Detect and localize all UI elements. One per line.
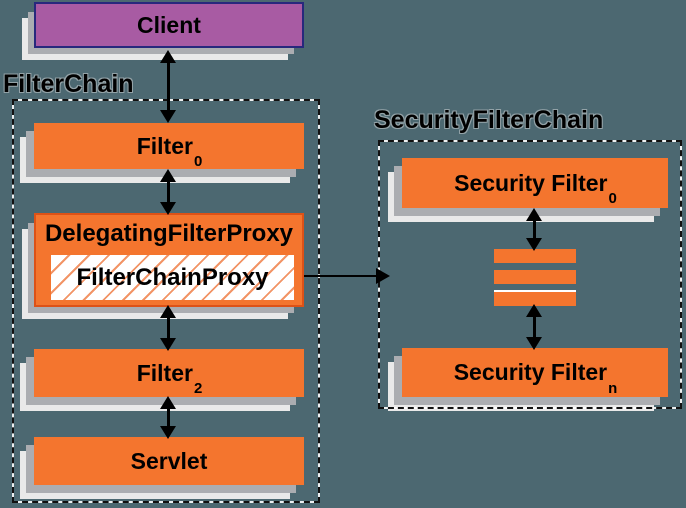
arrowhead-right-icon (376, 268, 390, 284)
security-filter-0-label: Security Filter0 (454, 169, 617, 208)
arrow-filterchainproxy-securityfilterchain (304, 268, 390, 284)
arrowhead-down-icon (160, 110, 176, 123)
filterchain-frame (12, 99, 320, 503)
ellipsis-bar (494, 249, 576, 263)
arrow-filter0-delegatingfilterproxy (160, 169, 176, 215)
filter2-box: Filter2 (34, 349, 304, 397)
servlet-label: Servlet (130, 447, 208, 474)
filter0-box: Filter0 (34, 123, 304, 169)
arrow-securityfilter0-ellipsis (526, 208, 542, 251)
filter2-label: Filter2 (136, 359, 203, 398)
client-label: Client (137, 11, 201, 38)
arrowhead-up-icon (160, 305, 176, 318)
arrow-client-filter0 (160, 50, 176, 123)
arrowhead-down-icon (160, 338, 176, 351)
filter-chain-proxy-label: FilterChainProxy (76, 263, 269, 291)
arrowhead-down-icon (160, 202, 176, 215)
security-filter-n-box: Security Filtern (402, 348, 668, 397)
security-filter-n-label: Security Filtern (453, 359, 618, 397)
ellipsis-bar (494, 270, 576, 284)
securityfilterchain-label: SecurityFilterChain (374, 106, 604, 134)
delegating-filter-proxy-box: DelegatingFilterProxy FilterChainProxy (34, 213, 304, 307)
arrowhead-up-icon (160, 50, 176, 63)
client-box: Client (34, 2, 304, 48)
arrowhead-up-icon (526, 208, 542, 221)
arrowhead-up-icon (160, 169, 176, 182)
arrowhead-down-icon (526, 238, 542, 251)
arrowhead-down-icon (160, 426, 176, 439)
arrow-ellipsis-securityfiltern (526, 304, 542, 350)
arrow-delegatingfilterproxy-filter2 (160, 305, 176, 351)
servlet-box: Servlet (34, 437, 304, 485)
filterchain-label: FilterChain (3, 70, 134, 98)
arrowhead-up-icon (160, 396, 176, 409)
filter0-label: Filter0 (136, 132, 203, 171)
arrowhead-down-icon (526, 337, 542, 350)
arrowhead-up-icon (526, 304, 542, 317)
security-filter-0-box: Security Filter0 (402, 158, 668, 208)
ellipsis-bar (494, 290, 576, 306)
filter-chain-proxy-box: FilterChainProxy (49, 253, 296, 302)
delegating-filter-proxy-label: DelegatingFilterProxy (44, 219, 294, 247)
arrow-filter2-servlet (160, 396, 176, 439)
